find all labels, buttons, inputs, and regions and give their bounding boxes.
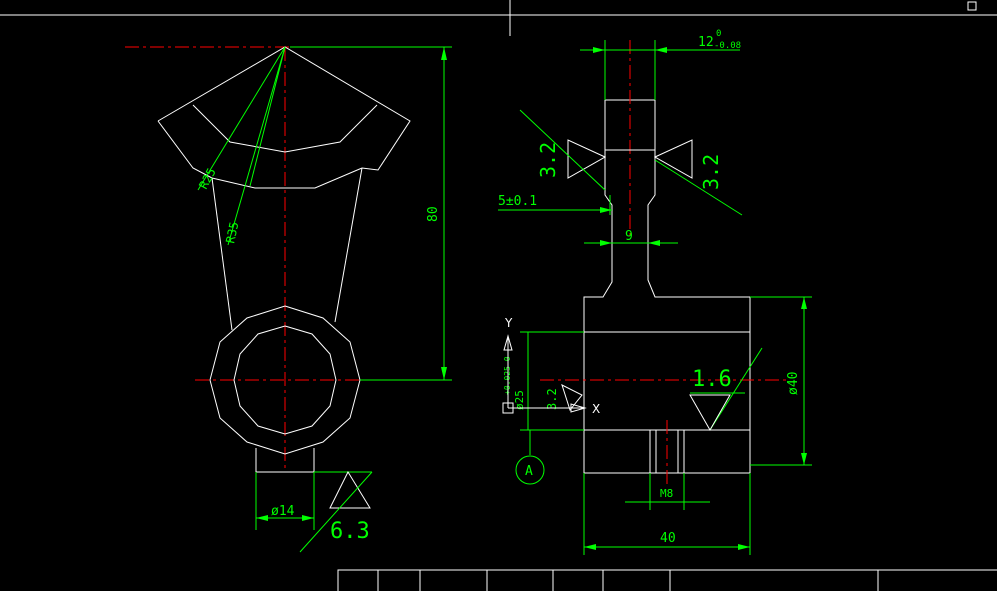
datum-a: A bbox=[525, 464, 533, 479]
bottom-stub bbox=[255, 448, 315, 473]
fan-outline bbox=[157, 120, 213, 179]
title-block bbox=[337, 569, 997, 591]
datum-a-circle bbox=[515, 455, 545, 485]
roughness-symbol-3-2-right bbox=[653, 139, 693, 179]
roughness-3-2-right: 3.2 bbox=[699, 154, 723, 190]
dim-5: 5±0.1 bbox=[498, 194, 537, 209]
right-view: 12 0 -0.08 3.2 3.2 5±0.1 9 ø40 1.6 bbox=[498, 29, 812, 555]
ucs-x-label: X bbox=[592, 402, 600, 416]
dim-12: 12 bbox=[698, 35, 714, 50]
roughness-3-2-bore: 3.2 bbox=[545, 388, 559, 410]
roughness-symbol-3-2-bore bbox=[561, 384, 583, 412]
left-view: R25 R35 80 ø14 6.3 bbox=[125, 46, 452, 553]
ucs-y-label: Y bbox=[504, 316, 513, 330]
dim-d14: ø14 bbox=[271, 504, 295, 519]
dim-12-upper: 0 bbox=[716, 29, 721, 39]
roughness-symbol-1-6 bbox=[689, 394, 731, 432]
roughness-symbol-3-2-left bbox=[567, 139, 607, 179]
dim-r35: R35 bbox=[223, 220, 241, 244]
ucs-icon: Y X bbox=[502, 316, 600, 416]
dim-r25: R25 bbox=[196, 166, 219, 192]
section-web-hatch bbox=[583, 149, 751, 333]
roughness-6-3: 6.3 bbox=[330, 519, 370, 544]
roughness-symbol-6-3 bbox=[329, 470, 371, 509]
dim-40: 40 bbox=[660, 531, 676, 546]
roughness-1-6: 1.6 bbox=[692, 367, 732, 392]
dim-80: 80 bbox=[426, 206, 441, 222]
r35-leader bbox=[227, 46, 286, 246]
dim-d40: ø40 bbox=[786, 372, 801, 395]
hub-inner bbox=[233, 325, 337, 435]
roughness-3-2-left: 3.2 bbox=[536, 142, 560, 178]
dim-12-lower: -0.08 bbox=[714, 41, 741, 51]
dim-m8: M8 bbox=[660, 487, 673, 500]
hub-outer bbox=[209, 305, 361, 455]
dim-9: 9 bbox=[625, 229, 633, 244]
cursor-crosshair bbox=[0, 0, 997, 36]
r25-leader bbox=[197, 46, 286, 191]
dim-d25: ø25 bbox=[513, 390, 526, 410]
